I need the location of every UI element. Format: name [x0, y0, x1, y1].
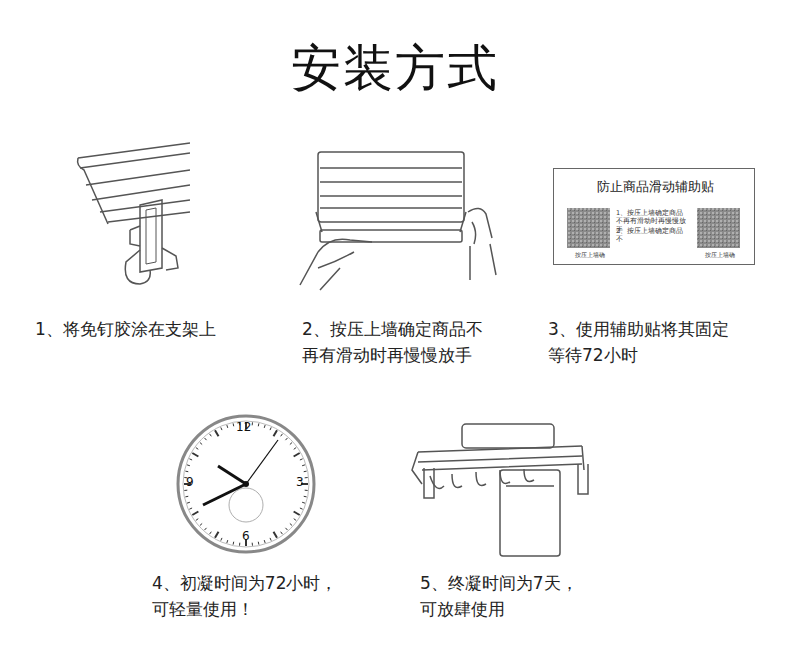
clock-number: 6 [242, 530, 250, 542]
clock [178, 416, 314, 552]
pad-label: 按压上墙确 [696, 251, 744, 259]
clock-number: 12 [236, 421, 251, 433]
step-caption: 3、使用辅助贴将其固定 等待72小时 [548, 316, 735, 369]
step-caption: 5、终凝时间为7天， 可放肆使用 [420, 570, 583, 623]
adhesive-pad [697, 208, 740, 248]
sign-note: 2、按压上墙确定商品不 [616, 227, 690, 244]
clock-number: 9 [186, 476, 194, 488]
towel-rack [412, 424, 588, 556]
bracket-closeup [78, 143, 190, 284]
rack-on-wall [300, 152, 496, 290]
adhesive-pad [567, 208, 610, 248]
title: 安装方式 [0, 38, 790, 98]
step-caption: 1、将免钉胶涂在支架上 [35, 316, 273, 342]
sign-box: 防止商品滑动辅助贴1、按压上墙确定商品不再有滑动时再慢慢放手2、按压上墙确定商品… [553, 168, 755, 265]
pad-label: 按压上墙确 [566, 251, 614, 259]
clock-number: 3 [296, 476, 304, 488]
step-caption: 4、初凝时间为72小时， 可轻量使用！ [152, 570, 339, 623]
sign-title: 防止商品滑动辅助贴 [554, 179, 756, 196]
step-caption: 2、按压上墙确定商品不 再有滑动时再慢慢放手 [302, 316, 489, 369]
